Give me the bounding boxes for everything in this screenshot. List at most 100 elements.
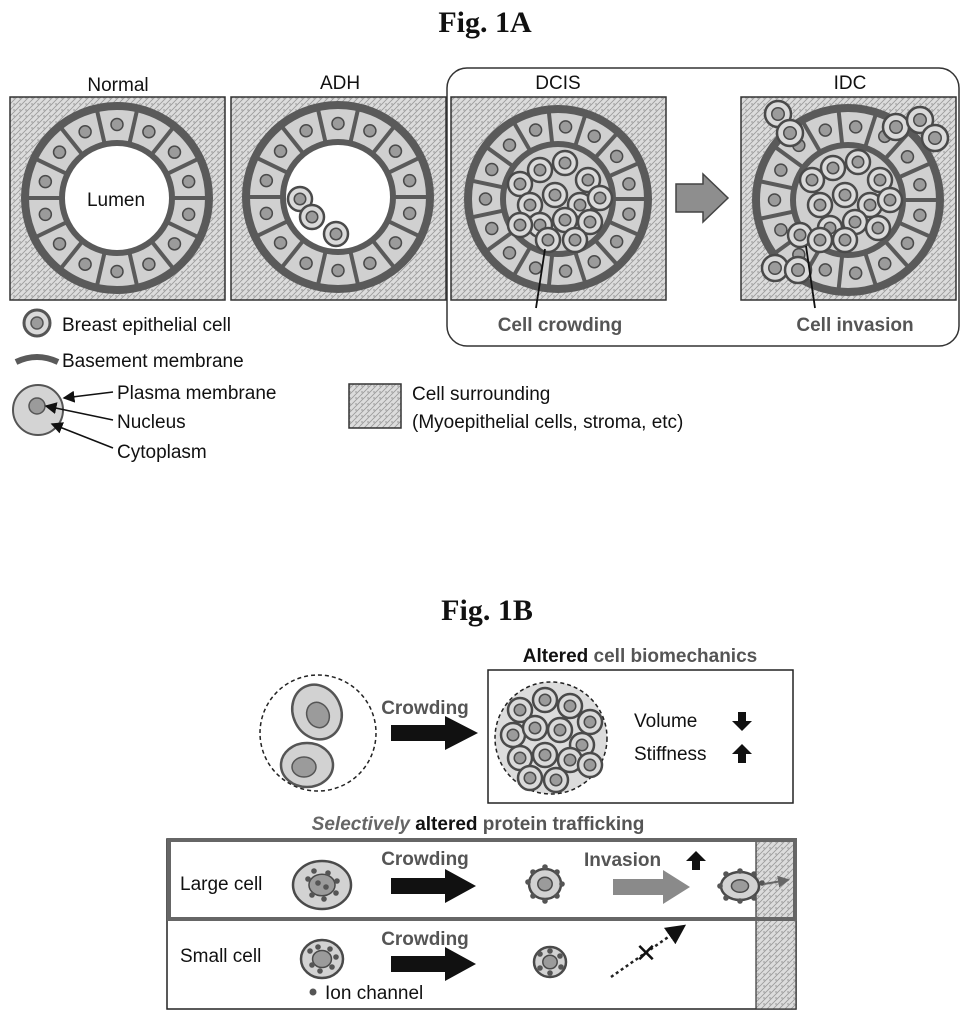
invading-cell	[775, 118, 805, 148]
epithelial-nucleus	[900, 150, 915, 164]
crowded-cell	[831, 181, 859, 209]
small-cell-before	[299, 938, 345, 980]
invasion-small-arrow	[763, 875, 790, 888]
epithelial-cell-border	[607, 160, 642, 179]
panel-label-dcis: DCIS	[535, 73, 580, 94]
epithelial-nucleus	[78, 257, 92, 271]
epithelial-nucleus	[528, 123, 543, 137]
epithelial-nucleus	[485, 221, 499, 236]
epithelial-nucleus	[622, 207, 636, 221]
epithelial-nucleus	[485, 162, 499, 177]
atypical-cell	[322, 220, 350, 248]
epithelial-nucleus	[402, 206, 417, 221]
legend-surrounding-label: Cell surrounding	[412, 384, 550, 405]
epithelial-cell-border	[511, 245, 533, 278]
duct-adh	[242, 101, 434, 293]
epithelial-cell-border	[127, 251, 140, 289]
crowded-cell	[586, 184, 614, 212]
legend-cell-anatomy-icon	[12, 384, 64, 436]
epithelial-nucleus	[818, 123, 833, 137]
epithelial-cell-border	[58, 124, 85, 157]
ion-channel-dot	[329, 964, 335, 970]
progression-arrow	[675, 172, 730, 224]
epithelial-cell-border	[607, 219, 642, 238]
epithelial-nucleus	[558, 120, 573, 134]
invading-cell	[881, 112, 911, 142]
ion-channel-dot	[327, 946, 333, 952]
large-cell-row-highlight	[167, 838, 797, 921]
epithelial-nucleus	[299, 124, 313, 138]
cell-biomechanics-words: cell biomechanics	[594, 646, 758, 667]
epithelial-nucleus	[767, 193, 782, 207]
crowding-label-small: Crowding	[381, 929, 469, 950]
ion-channel-dot	[547, 970, 553, 976]
epithelial-nucleus	[502, 246, 517, 260]
cell-crowding-label: Cell crowding	[498, 315, 623, 336]
invasion-label: Invasion	[584, 850, 661, 871]
fig-1a-title: Fig. 1A	[438, 6, 532, 39]
ion-channel-dot	[557, 953, 563, 959]
epithelial-nucleus	[259, 206, 274, 221]
ion-channel-dot	[723, 895, 729, 901]
dispersed-cell-1	[290, 683, 344, 741]
cluster-cell	[516, 764, 544, 792]
ion-channel-dot	[547, 948, 553, 954]
epithelial-nucleus	[331, 116, 345, 131]
dispersed-cells-boundary	[259, 674, 377, 792]
epithelial-nucleus	[587, 255, 601, 269]
epithelial-cell-border	[33, 156, 69, 176]
legend-epithelial-label: Breast epithelial cell	[62, 315, 231, 336]
legend-cytoplasm-label: Cytoplasm	[117, 442, 207, 463]
legend-surrounding-swatch	[348, 383, 402, 429]
cluster-cell	[542, 766, 570, 794]
ion-channel-dot	[307, 948, 313, 954]
epithelial-nucleus	[478, 192, 493, 206]
dispersed-cell-2	[279, 741, 335, 789]
epithelial-cell-border	[897, 220, 933, 240]
selective-trafficking-heading: Selectively altered protein trafficking	[312, 814, 645, 835]
altered-biomechanics-heading: Altered cell biomechanics	[523, 646, 757, 667]
epithelial-nucleus	[52, 237, 67, 251]
epithelial-cell-border	[165, 156, 201, 176]
panel-label-idc: IDC	[834, 73, 867, 94]
ion-channel-dot	[321, 896, 327, 902]
crowding-arrow-large	[391, 869, 476, 903]
crowded-cell	[806, 191, 834, 219]
dcis-idc-group-box	[446, 67, 960, 347]
epithelial-nucleus	[900, 236, 915, 250]
legend-basement-icon	[14, 354, 60, 365]
large-cell-before	[291, 859, 353, 911]
ion-channel-dot	[315, 880, 321, 886]
crowding-arrow-small	[391, 947, 476, 981]
epithelial-nucleus	[878, 256, 892, 271]
ion-channel-dot	[323, 884, 329, 890]
stroma-strip	[755, 838, 797, 1010]
epithelial-cell-border	[33, 220, 69, 240]
epithelial-cell-border	[254, 219, 290, 239]
legend-epithelial-icon	[22, 308, 52, 338]
cytoplasm-pointer	[50, 422, 114, 449]
epithelial-nucleus	[273, 236, 288, 250]
ion-channel-dot	[751, 895, 757, 901]
epithelial-cell-border	[149, 239, 176, 272]
cluster-cell	[506, 696, 534, 724]
epithelial-nucleus	[273, 144, 288, 158]
crowded-cell	[864, 214, 892, 242]
nucleus-pointer	[44, 402, 114, 421]
volume-label: Volume	[634, 711, 697, 732]
ion-channel-dot	[309, 892, 315, 898]
ion-channel-dot	[537, 951, 543, 957]
crowded-cell	[819, 154, 847, 182]
crowded-cluster	[494, 681, 608, 795]
cluster-cell	[576, 708, 604, 736]
ion-channel-dot	[542, 898, 548, 904]
epithelial-cell-border	[546, 109, 555, 145]
stiffness-up-arrow-icon	[732, 744, 752, 763]
crowding-label-top: Crowding	[381, 698, 469, 719]
crowded-cell	[866, 166, 894, 194]
panel-label-adh: ADH	[320, 73, 360, 94]
invading-cell	[760, 253, 790, 283]
epithelial-nucleus	[502, 138, 517, 152]
epithelial-cell-border	[546, 253, 555, 289]
legend-surrounding-sub: (Myoepithelial cells, stroma, etc)	[412, 412, 683, 433]
